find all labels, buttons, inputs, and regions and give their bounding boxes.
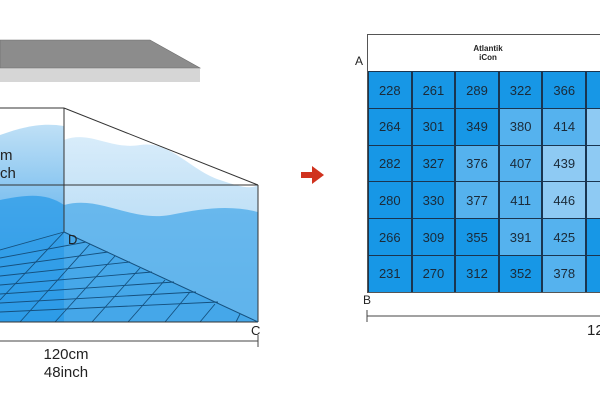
grid-cell: 355 <box>455 218 499 257</box>
grid-cell: 270 <box>411 254 456 292</box>
grid-cell: 411 <box>498 181 543 220</box>
grid-cell: 366 <box>542 71 587 109</box>
width-cm-label: 120cm <box>43 346 88 363</box>
grid-cell: 330 <box>411 181 456 220</box>
side-length-label-2: ch <box>0 165 16 182</box>
grid-cell: 322 <box>498 71 543 109</box>
grid-cell: 439 <box>542 144 587 183</box>
tank-floor-grid <box>0 231 258 323</box>
tank-outline <box>0 107 259 323</box>
grid-cell: 391 <box>498 218 543 257</box>
corner-b-label: B <box>363 293 372 307</box>
width-inch-label: 48inch <box>44 364 88 381</box>
grid-cell: 380 <box>498 107 543 146</box>
grid-cell <box>586 181 600 220</box>
grid-cell: 312 <box>455 254 499 292</box>
corner-a-label: A <box>355 54 364 68</box>
grid-cell: 231 <box>368 254 412 292</box>
grid-cell: 309 <box>411 218 456 257</box>
grid-cell: 261 <box>411 71 456 109</box>
grid-cell: 446 <box>542 181 587 220</box>
grid-cell: 352 <box>498 254 543 292</box>
grid-cell: 301 <box>411 107 456 146</box>
grid-cell <box>586 107 600 146</box>
grid-cell <box>586 71 600 109</box>
grid-cell <box>586 218 600 257</box>
grid-cell: 282 <box>368 144 412 183</box>
grid-cell: 280 <box>368 181 412 220</box>
grid-cell: 414 <box>542 107 587 146</box>
right-width-label: 12 <box>587 322 600 339</box>
grid-cell <box>586 144 600 183</box>
arrow-right-icon <box>301 166 324 184</box>
grid-cell: 377 <box>455 181 499 220</box>
grid-cell: 264 <box>368 107 412 146</box>
grid-cell: 266 <box>368 218 412 257</box>
grid-cell: 376 <box>455 144 499 183</box>
corner-d-label: D <box>68 232 77 247</box>
grid-cell: 425 <box>542 218 587 257</box>
panel-header: Atlantik iCon <box>368 35 600 71</box>
panel-title-line1: Atlantik <box>473 44 503 53</box>
grid-cell: 378 <box>542 254 587 292</box>
width-dimension: 120cm 48inch <box>0 335 259 381</box>
grid-cell: 327 <box>411 144 456 183</box>
grid-cell: 407 <box>498 144 543 183</box>
corner-c-label: C <box>251 323 260 338</box>
lamp-fixture <box>0 39 202 82</box>
grid-cell: 349 <box>455 107 499 146</box>
side-length-label-1: m <box>0 147 13 164</box>
grid-cell: 228 <box>368 71 412 109</box>
grid-cell: 289 <box>455 71 499 109</box>
right-width-dimension: 12 <box>366 310 600 339</box>
panel-title-line2: iCon <box>479 53 497 62</box>
grid-cell <box>586 254 600 292</box>
